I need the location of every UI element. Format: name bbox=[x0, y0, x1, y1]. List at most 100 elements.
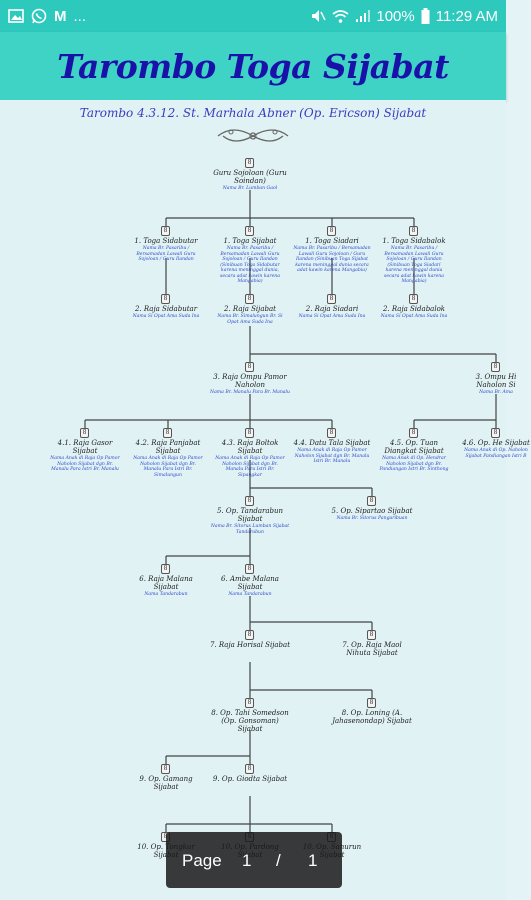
person-badge-icon: 8 bbox=[367, 496, 376, 506]
node-name: 1. Toga Sijabat bbox=[223, 237, 277, 245]
node-name: 3. Ompu Hi Naholon Si bbox=[475, 373, 517, 389]
node-note: Nama Anak di Op. Hendrar Naholon Sijabat… bbox=[379, 456, 449, 472]
app-title: Tarombo Toga Sijabat bbox=[57, 46, 449, 86]
page-label: Page bbox=[182, 851, 222, 870]
ornament-icon bbox=[217, 129, 289, 142]
tree-node: 8. Op. Tahi Somedson (Op. Gonsoman) Sija… bbox=[210, 709, 290, 733]
person-badge-icon: 8 bbox=[327, 294, 336, 304]
node-name: 4.3. Raja Boltok Sijabat bbox=[221, 439, 279, 455]
node-note: Nama Br. Sitorus Lumban Sijabat Tandarab… bbox=[210, 524, 290, 535]
person-badge-icon: 8 bbox=[491, 428, 500, 438]
tree-node: 7. Op. Raja Maol Nihuta Sijabat bbox=[332, 641, 412, 657]
node-note: Nama Si Opat Ama Suda Ina bbox=[298, 314, 366, 319]
page-indicator: Page 1 / 1 bbox=[166, 832, 342, 888]
node-name: 7. Op. Raja Maol Nihuta Sijabat bbox=[342, 641, 402, 657]
node-name: 3. Raja Ompu Pamor Naholon bbox=[213, 373, 287, 389]
person-badge-icon: 8 bbox=[367, 630, 376, 640]
page-total: 1 bbox=[308, 851, 318, 870]
document-viewer[interactable]: Tarombo 4.3.12. St. Marhala Abner (Op. E… bbox=[0, 100, 530, 900]
tree-node: 10. Op. Tongkur Sijabat bbox=[136, 843, 196, 859]
node-name: 4.1. Raja Gasor Sijabat bbox=[57, 439, 113, 455]
node-name: 9. Op. Giodta Sijabat bbox=[212, 775, 288, 783]
person-badge-icon: 8 bbox=[161, 564, 170, 574]
person-badge-icon: 8 bbox=[245, 226, 254, 236]
node-note: Nama Br. Simalungun Br. Si Opat Ama Suda… bbox=[217, 314, 283, 325]
node-note: Nama Anak di Raja Op Pamor Naholon Sijab… bbox=[50, 456, 120, 472]
app-header: Tarombo Toga Sijabat bbox=[0, 32, 506, 100]
node-name: 8. Op. Loning (A. Jahasenondap) Sijabat bbox=[332, 709, 412, 725]
node-note: Nama Tandarabun bbox=[144, 592, 188, 597]
tree-connector-lines bbox=[84, 190, 497, 834]
status-bar: M ... 100% 11:29 AM bbox=[0, 0, 506, 32]
person-badge-icon: 8 bbox=[245, 630, 254, 640]
node-note: Nama Anak di Op. Naholon Sijabat Pandian… bbox=[464, 448, 528, 459]
node-name: 4.6. Op. He Sijabat bbox=[462, 439, 530, 447]
node-name: 9. Op. Gamang Sijabat bbox=[139, 775, 193, 791]
node-note: Nama Anak di Raja Op Pamor Naholon Sijab… bbox=[215, 456, 285, 478]
node-name: 6. Raja Malana Sijabat bbox=[139, 575, 193, 591]
node-note: Nama Br. Lumban Gaol bbox=[222, 186, 278, 191]
node-note: Nama Br. Pasaribu / Bersamadan Lawali Gu… bbox=[136, 246, 196, 262]
page-separator: / bbox=[276, 851, 281, 870]
clock: 11:29 AM bbox=[435, 7, 498, 25]
person-badge-icon: 8 bbox=[245, 764, 254, 774]
node-name: 1. Toga Sidabutar bbox=[134, 237, 198, 245]
node-note: Nama Br. Pasaribu / Bersamadan Lawali Gu… bbox=[384, 246, 444, 284]
person-badge-icon: 8 bbox=[161, 226, 170, 236]
node-name: 8. Op. Tahi Somedson (Op. Gonsoman) Sija… bbox=[211, 709, 289, 733]
node-name: 2. Raja Sidabalok bbox=[382, 305, 446, 313]
battery-icon bbox=[421, 8, 430, 24]
node-note: Nama Tandarabun bbox=[228, 592, 272, 597]
person-badge-icon: 8 bbox=[491, 362, 500, 372]
node-note: Nama Si Opat Ama Suda Ina bbox=[132, 314, 200, 319]
person-badge-icon: 8 bbox=[409, 226, 418, 236]
person-badge-icon: 8 bbox=[367, 698, 376, 708]
tree-node: 8. Op. Loning (A. Jahasenondap) Sijabat bbox=[327, 709, 417, 725]
node-name: 10. Op. Tongkur Sijabat bbox=[137, 843, 194, 859]
node-name: 7. Raja Horisal Sijabat bbox=[209, 641, 291, 649]
node-note: Nama Br. Pasaribu / Bersamadan Lawali Gu… bbox=[220, 246, 280, 284]
person-badge-icon: 8 bbox=[80, 428, 89, 438]
node-name: 6. Ambe Malana Sijabat bbox=[221, 575, 279, 591]
person-badge-icon: 8 bbox=[245, 362, 254, 372]
node-note: Nama Br. Ama bbox=[479, 390, 513, 395]
person-badge-icon: 8 bbox=[245, 496, 254, 506]
tree-node: 7. Raja Horisal Sijabat bbox=[205, 641, 295, 649]
page-current: 1 bbox=[242, 851, 252, 870]
tree-node: 9. Op. Giodta Sijabat bbox=[210, 775, 290, 783]
more-notifications: ... bbox=[73, 7, 87, 25]
node-note: Nama Br. Pasaribu / Bersamadan Lawali Gu… bbox=[293, 246, 371, 273]
person-badge-icon: 8 bbox=[163, 428, 172, 438]
node-name: 4.2. Raja Panjabat Sijabat bbox=[135, 439, 201, 455]
node-name: 2. Raja Sidabutar bbox=[134, 305, 198, 313]
person-badge-icon: 8 bbox=[245, 698, 254, 708]
person-badge-icon: 8 bbox=[245, 564, 254, 574]
node-name: 1. Toga Siadari bbox=[305, 237, 359, 245]
node-name: 2. Raja Siadari bbox=[305, 305, 359, 313]
carrier-label: M bbox=[54, 7, 67, 25]
node-name: Guru Sojoloan (Guru Soindan) bbox=[213, 169, 287, 185]
battery-percent: 100% bbox=[376, 7, 415, 25]
person-badge-icon: 8 bbox=[245, 158, 254, 168]
node-note: Nama Br. Manalu Para Br. Manalu bbox=[210, 390, 290, 395]
node-name: 5. Op. Sipartao Sijabat bbox=[331, 507, 413, 515]
gallery-icon bbox=[8, 9, 24, 23]
document-title: Tarombo 4.3.12. St. Marhala Abner (Op. E… bbox=[79, 106, 427, 120]
person-badge-icon: 8 bbox=[327, 226, 336, 236]
